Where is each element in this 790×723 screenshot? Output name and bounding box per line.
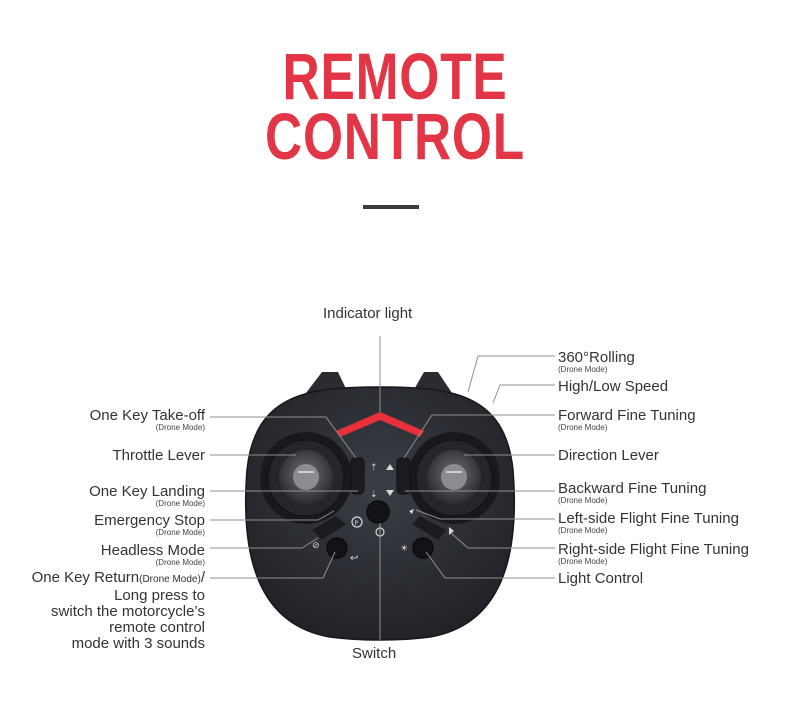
speed-label: High/Low Speed <box>558 378 669 395</box>
right-trim-label: Right-side Flight Fine Tuning <box>558 541 749 558</box>
left-trim-label: Left-side Flight Fine Tuning <box>558 510 739 527</box>
return-label-line-1: One Key Return(Drone Mode)/ <box>32 570 205 588</box>
backward-trim-icon <box>386 490 394 496</box>
direction-label: Direction Lever <box>558 447 659 464</box>
headless-icon: ⊘ <box>312 541 320 551</box>
backward-trim-label: Backward Fine Tuning <box>558 480 707 497</box>
return-slash: / <box>200 569 205 586</box>
throttle-lever[interactable] <box>260 432 352 524</box>
landing-label: One Key Landing <box>89 483 205 500</box>
landing-icon: ⇣ <box>370 490 378 500</box>
headless-label: Headless Mode <box>100 542 205 559</box>
emergency-stop-icon <box>351 516 363 528</box>
leader-lines <box>210 336 555 641</box>
left-trim-icon <box>409 509 414 514</box>
title-divider <box>363 205 419 209</box>
return-label-block: One Key Return(Drone Mode)/ Long press t… <box>32 570 205 652</box>
left-trim-button[interactable] <box>412 516 446 540</box>
direction-lever[interactable] <box>408 432 500 524</box>
switch-label: Switch <box>352 645 397 662</box>
title-line-1: REMOTE <box>282 39 508 113</box>
right-trim-sub-label: (Drone Mode) <box>558 557 608 566</box>
return-label-line-2: Long press to <box>114 587 205 604</box>
headless-button[interactable] <box>326 537 348 559</box>
emergency-stop-sub-label: (Drone Mode) <box>155 528 205 537</box>
takeoff-icon: ⇡ <box>370 463 378 473</box>
emergency-stop-label: Emergency Stop <box>94 512 205 529</box>
light-control-label: Light Control <box>558 570 644 587</box>
take-off-label: One Key Take-off <box>89 407 205 424</box>
rolling-sub-label: (Drone Mode) <box>558 365 608 374</box>
return-label-line-4: remote control <box>109 619 205 636</box>
indicator-light <box>336 412 424 437</box>
backward-trim-sub-label: (Drone Mode) <box>558 496 608 505</box>
return-icon: ↩ <box>350 553 358 564</box>
emergency-stop-button[interactable] <box>312 516 346 540</box>
take-off-sub-label: (Drone Mode) <box>155 423 205 432</box>
switch-button[interactable] <box>366 500 390 524</box>
return-mode-label: (Drone Mode) <box>139 574 201 585</box>
indicator-light-label: Indicator light <box>323 305 413 322</box>
headless-sub-label: (Drone Mode) <box>155 558 205 567</box>
page-title: REMOTE CONTROL <box>87 39 703 173</box>
forward-trim-icon <box>386 464 394 470</box>
takeoff-button[interactable] <box>350 457 365 495</box>
return-label-line-3: switch the motorcycle’s <box>51 603 205 620</box>
left-trim-sub-label: (Drone Mode) <box>558 526 608 535</box>
right-trim-icon <box>449 527 454 535</box>
landing-sub-label: (Drone Mode) <box>155 499 205 508</box>
rolling-label: 360°Rolling <box>558 349 635 366</box>
forward-trim-label: Forward Fine Tuning <box>558 407 696 424</box>
forward-trim-sub-label: (Drone Mode) <box>558 423 608 432</box>
svg-text:P: P <box>355 520 359 527</box>
light-control-button[interactable] <box>412 537 434 559</box>
light-icon: ☀ <box>400 544 408 554</box>
return-label-line-5: mode with 3 sounds <box>71 635 205 652</box>
throttle-label: Throttle Lever <box>112 447 205 464</box>
return-label: One Key Return <box>31 569 140 586</box>
forward-trim-button[interactable] <box>396 457 411 495</box>
title-line-2: CONTROL <box>265 99 525 173</box>
